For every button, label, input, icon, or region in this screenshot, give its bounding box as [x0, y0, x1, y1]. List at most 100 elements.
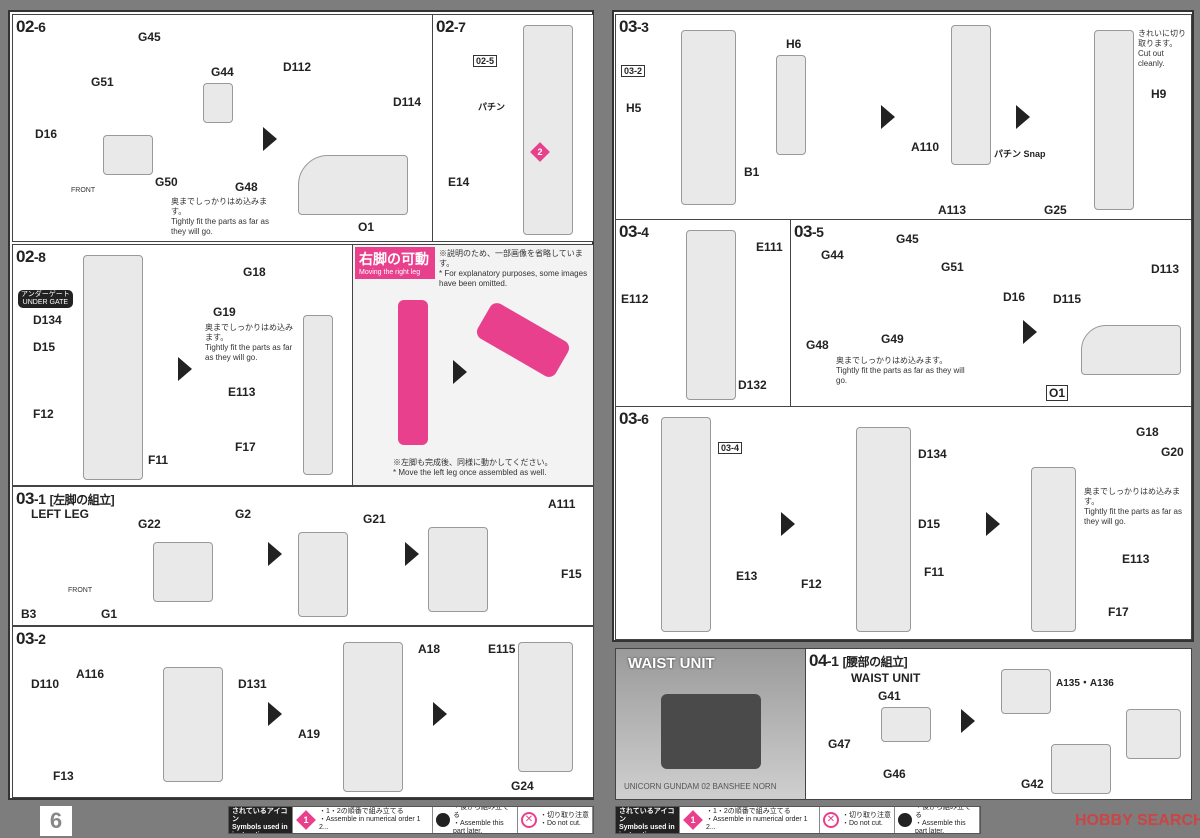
legend-order: 1・1・2の順番で組み立てる・Assemble in numerical ord…	[680, 807, 820, 833]
assemble-later-icon	[898, 813, 912, 827]
leg-drawing	[661, 417, 711, 632]
part-label: G50	[155, 175, 178, 189]
part-label: O1	[358, 220, 375, 234]
ref-label: 03-2	[621, 65, 646, 77]
ref-label: 03-4	[718, 442, 743, 454]
front-label: FRONT	[71, 187, 96, 194]
cut-note-en: Cut out cleanly.	[1138, 49, 1165, 68]
note-jp: ※説明のため、一部画像を省略しています。	[439, 249, 583, 268]
cut-note-jp: きれいに切り取ります。	[1138, 29, 1186, 48]
part-label: G20	[1161, 445, 1184, 459]
fit-note-en: Tightly fit the parts as far as they wil…	[171, 217, 269, 236]
step-number: 03	[16, 489, 34, 508]
next-arrow-icon	[1023, 320, 1037, 344]
part-label: D15	[918, 517, 941, 531]
fit-note-en: Tightly fit the parts as far as they wil…	[1084, 507, 1182, 526]
leg-drawing	[518, 642, 573, 772]
next-arrow-icon	[433, 702, 447, 726]
part-label: F12	[33, 407, 54, 421]
do-not-cut-icon: ✕	[823, 812, 839, 828]
next-arrow-icon	[781, 512, 795, 536]
legend-nocut: ✕・切り取り注意・Do not cut.	[518, 807, 593, 833]
next-arrow-icon	[263, 127, 277, 151]
leg-drawing	[1094, 30, 1134, 210]
part-drawing	[428, 527, 488, 612]
step-03-4: 03-4 E111 E112 D132	[615, 219, 792, 407]
part-label: G18	[243, 265, 266, 279]
page-number: 6	[40, 806, 72, 836]
part-drawing	[1051, 744, 1111, 794]
part-label: A113	[938, 203, 967, 217]
part-label: G19	[213, 305, 236, 319]
part-label: E113	[1122, 552, 1150, 566]
leg-drawing	[343, 642, 403, 792]
step-04-1: 04-1 [腰部の組立] WAIST UNIT G41 G47 G46 A135…	[805, 648, 1192, 800]
part-label: A19	[298, 727, 321, 741]
part-label: A18	[418, 642, 441, 656]
step-number: 02	[16, 247, 34, 266]
next-arrow-icon	[881, 105, 895, 129]
part-label: G47	[828, 737, 851, 751]
part-label: G51	[941, 260, 964, 274]
part-label: G2	[235, 507, 252, 521]
step-number: 03	[16, 629, 34, 648]
fit-note-en: Tightly fit the parts as far as they wil…	[205, 343, 293, 362]
part-label: B1	[744, 165, 760, 179]
part-label: G49	[881, 332, 904, 346]
part-label: O1	[1046, 385, 1069, 401]
legend-order: 1・1・2の順番で組み立てる・Assemble in numerical ord…	[293, 807, 433, 833]
step-number: 03	[794, 222, 812, 241]
fit-note-jp: 奥までしっかりはめ込みます。	[836, 356, 948, 365]
part-label: G22	[138, 517, 161, 531]
part-label: G51	[91, 75, 114, 89]
part-drawing	[153, 542, 213, 602]
step-sub: -1	[826, 653, 839, 669]
step-sub: -6	[33, 19, 46, 35]
part-label: D112	[283, 60, 312, 74]
part-drawing	[163, 667, 223, 782]
part-label: G41	[878, 689, 901, 703]
right-page: 03-3 03-2 H6 H5 B1 A110 A113 パチン Snap H9…	[600, 0, 1200, 838]
next-arrow-icon	[1016, 105, 1030, 129]
part-label: E115	[488, 642, 516, 656]
part-label: F12	[801, 577, 822, 591]
part-label: E113	[228, 385, 256, 399]
legend-nocut: ✕・切り取り注意・Do not cut.	[820, 807, 895, 833]
part-label: D110	[31, 677, 60, 691]
part-drawing	[298, 532, 348, 617]
order-icon: 2	[530, 142, 550, 162]
waist-photo-image	[661, 694, 761, 769]
step-sub: -7	[453, 19, 466, 35]
section-title-en: LEFT LEG	[31, 507, 89, 521]
part-drawing	[881, 707, 931, 742]
part-label: F17	[235, 440, 256, 454]
legend-heading: 組み立て中に使用されているアイコンSymbols used in instruc…	[616, 807, 680, 833]
next-arrow-icon	[268, 702, 282, 726]
part-label: D115	[1053, 292, 1082, 306]
section-title-en: Moving the right leg	[359, 269, 421, 276]
part-label: E13	[736, 569, 758, 583]
leg-drawing	[83, 255, 143, 480]
leg-drawing	[856, 427, 911, 632]
front-label: FRONT	[68, 587, 93, 594]
step-number: 02	[436, 17, 454, 36]
fit-note-jp: 奥までしっかりはめ込みます。	[1084, 487, 1180, 506]
part-label: H6	[786, 37, 802, 51]
part-label: G48	[806, 338, 829, 352]
legend-heading: 組み立て中に使用されているアイコンSymbols used in instruc…	[229, 807, 293, 833]
part-label: D134	[918, 447, 947, 461]
snap-label: パチン	[478, 102, 506, 112]
part-drawing	[1081, 325, 1181, 375]
step-03-3: 03-3 03-2 H6 H5 B1 A110 A113 パチン Snap H9…	[615, 14, 1192, 220]
leg-drawing	[303, 315, 333, 475]
part-label: G21	[363, 512, 386, 526]
fit-note-en: Tightly fit the parts as far as they wil…	[836, 366, 965, 385]
leg-drawing	[681, 30, 736, 205]
part-label: A111	[548, 497, 576, 511]
step-02-6: 02-6 G45 G51 G44 D16 G50 G48 FRONT 奥までしっ…	[12, 14, 434, 242]
step-number: 04	[809, 651, 827, 670]
fit-note-jp: 奥までしっかりはめ込みます。	[205, 323, 293, 342]
step-sub: -6	[636, 411, 649, 427]
